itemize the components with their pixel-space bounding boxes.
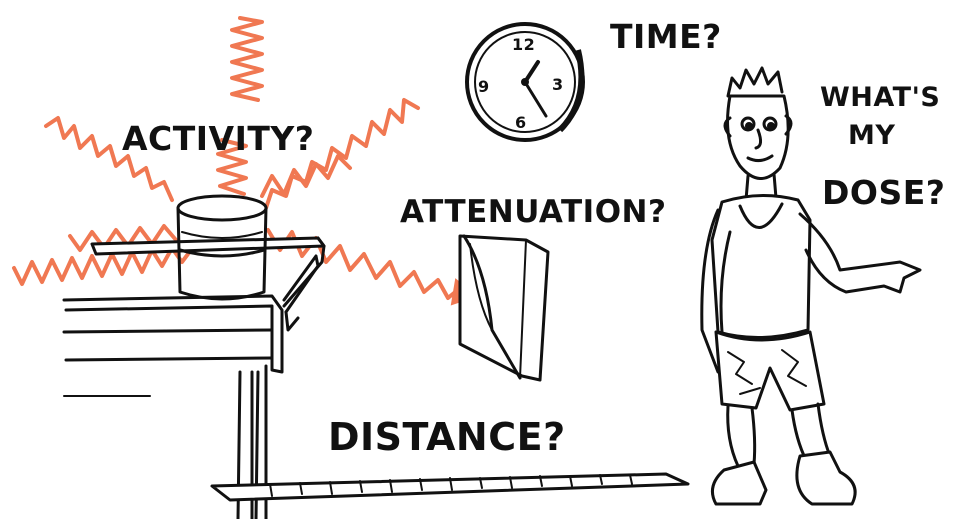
radiation-waves	[14, 18, 476, 304]
whats-label: WHAT'S	[820, 82, 940, 113]
distance-label: DISTANCE?	[328, 415, 566, 459]
clock-numeral-9: 9	[478, 77, 490, 96]
attenuation-shield	[460, 236, 548, 380]
radiation-wave-up	[232, 18, 262, 100]
my-label: MY	[848, 120, 895, 151]
time-label: TIME?	[610, 17, 722, 56]
attenuation-label: ATTENUATION?	[400, 194, 666, 230]
activity-label: ACTIVITY?	[122, 119, 314, 158]
distance-ruler	[212, 474, 688, 500]
clock: 12 3 6 9	[467, 24, 583, 140]
clock-numeral-12: 12	[512, 35, 535, 54]
clock-numeral-3: 3	[552, 75, 564, 94]
table	[64, 238, 324, 519]
dose-label: DOSE?	[822, 173, 945, 212]
clock-numeral-6: 6	[515, 113, 527, 132]
